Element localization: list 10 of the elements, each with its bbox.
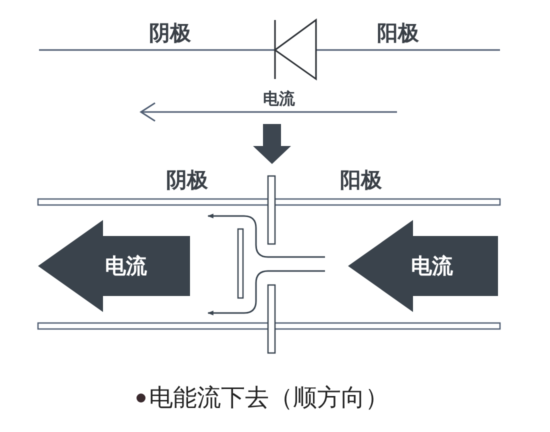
arrow-label: 电流: [105, 254, 147, 278]
text-label: 阴极: [149, 20, 191, 46]
text-label: 阳极: [377, 20, 419, 46]
text-label: 阳极: [340, 168, 382, 192]
text-label: 阴极: [166, 168, 208, 192]
text-label: 电流: [263, 90, 295, 108]
block-arrow: [38, 220, 190, 312]
block-arrow: [348, 220, 498, 312]
caption: 电能流下去（顺方向）: [149, 384, 389, 412]
arrow-label: 电流: [411, 254, 453, 278]
